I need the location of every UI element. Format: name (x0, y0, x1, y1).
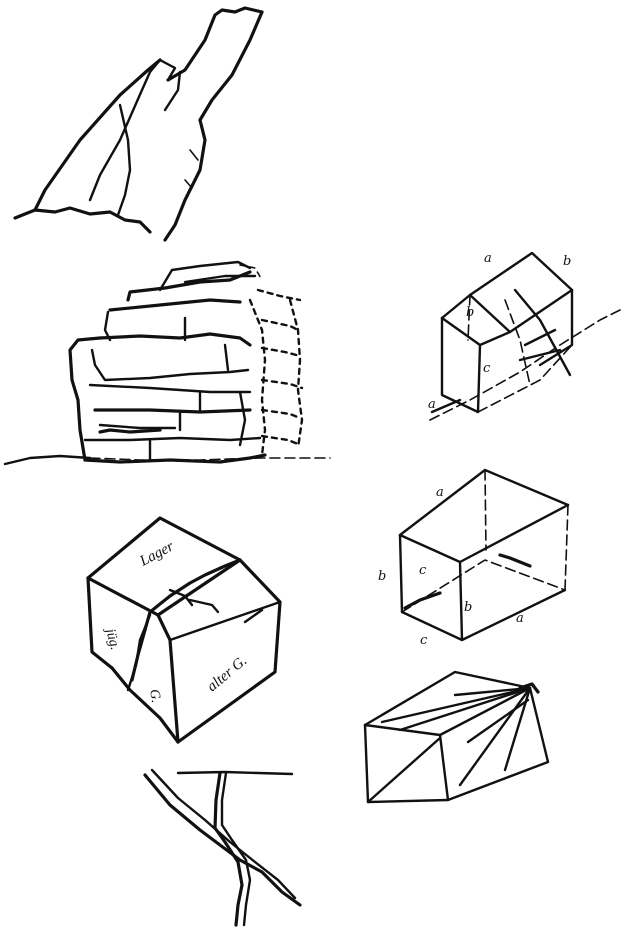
label-a-top: a (436, 485, 444, 500)
label-b-top: b (563, 254, 571, 269)
cube-label-right: alter G. (204, 653, 250, 695)
label-b-inner: b (464, 600, 472, 615)
layered-rock-sketch (5, 262, 330, 464)
cube-label-top: Lager (136, 539, 176, 570)
label-a-bottom: a (516, 611, 524, 626)
cube-strata-sketch: Lager jüg. G. alter G. (88, 518, 280, 742)
cube-label-front: G. (146, 688, 163, 704)
label-a-top: a (484, 251, 492, 266)
label-c-bottom: c (420, 633, 428, 648)
label-b-left: b (378, 569, 386, 584)
label-a-bottom: a (428, 397, 436, 412)
fractured-prism-sketch (365, 672, 548, 802)
label-c-inner: c (419, 563, 427, 578)
label-b-side: b (466, 305, 474, 320)
box-abc-middle: a b c b c a (378, 470, 568, 648)
joint-intersection-sketch (145, 770, 300, 925)
label-c-mid: c (483, 361, 491, 376)
cube-label-left: jüg. (102, 625, 123, 651)
rock-slab-sketch (15, 8, 262, 240)
prism-abc-top: a b b c a (428, 251, 620, 420)
